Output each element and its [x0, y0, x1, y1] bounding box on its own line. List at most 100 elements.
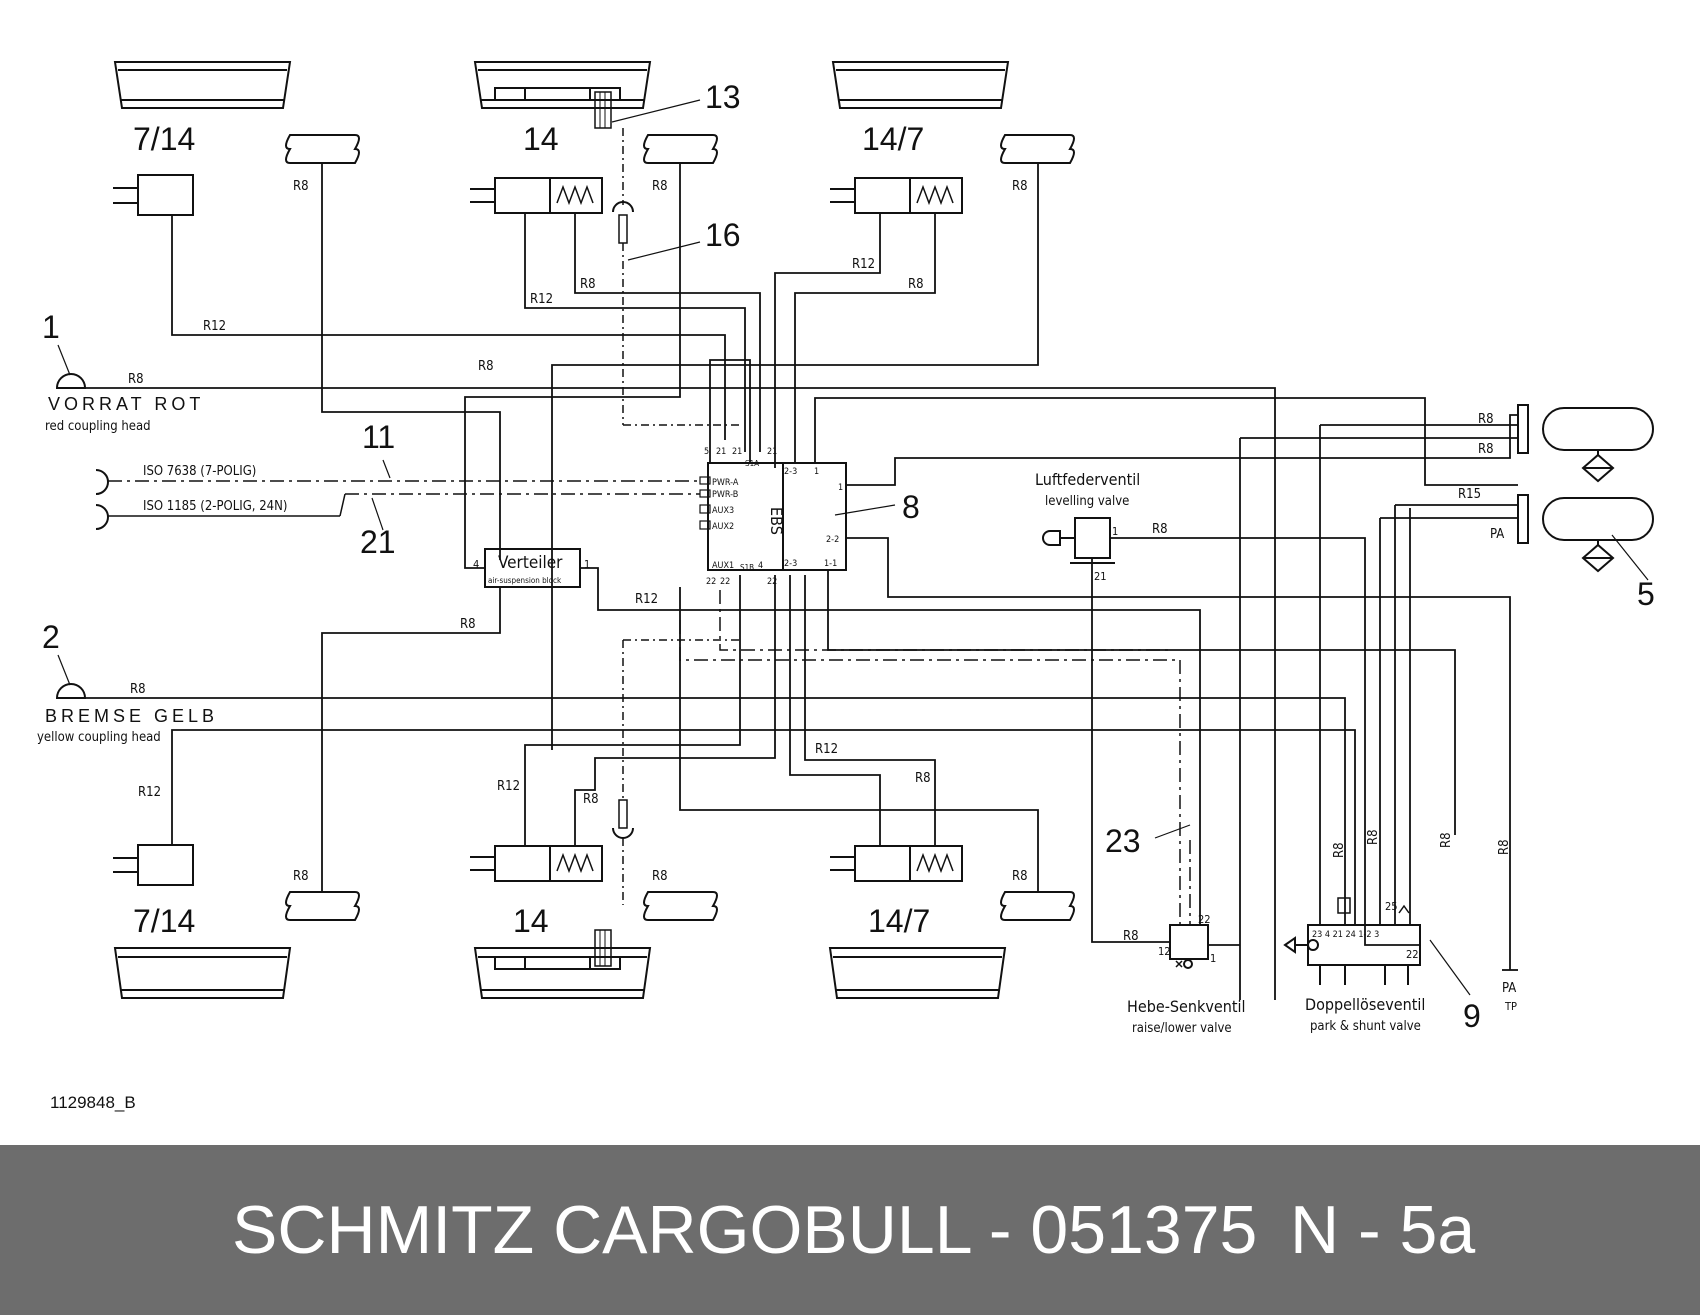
- yellow-coupling-title: BREMSE GELB: [45, 706, 218, 726]
- spring-chamber-top-right: [830, 177, 963, 214]
- ebs-aux2: AUX2: [712, 522, 734, 532]
- pipe-label: R8: [1366, 829, 1381, 845]
- park-shunt-title: Doppellöseventil: [1305, 995, 1425, 1014]
- ebs-label: EBS: [767, 507, 786, 535]
- verteiler-sub: air-suspension block: [488, 576, 562, 585]
- pa-label: PA: [1490, 527, 1504, 542]
- pipe-label: R8: [293, 869, 309, 884]
- pipe-label: R8: [478, 359, 494, 374]
- callout-9: 9: [1463, 998, 1481, 1034]
- callout-1: 1: [42, 309, 60, 345]
- red-coupling-title: VORRAT ROT: [48, 394, 204, 414]
- ebs-port: 1: [814, 467, 819, 477]
- raise-lower-sub: raise/lower valve: [1132, 1021, 1232, 1036]
- pipe-label: R8: [1332, 842, 1347, 858]
- pipe-label: R15: [1458, 487, 1481, 502]
- levelling-valve: [1042, 517, 1115, 564]
- pipe-label: R8: [1478, 442, 1494, 457]
- speed-sensor-top: [612, 128, 740, 426]
- levelling-port: 21: [1094, 570, 1107, 583]
- spring-chamber-top-mid: [470, 177, 603, 214]
- ebs-port: 4: [758, 561, 763, 571]
- callout-5: 5: [1637, 576, 1655, 612]
- air-bellows-5: [643, 891, 718, 921]
- callout-leaders: [57, 99, 1649, 996]
- verteiler-port: 4: [473, 558, 479, 571]
- pipe-label: R12: [815, 742, 838, 757]
- park-shunt-port: 25: [1385, 900, 1398, 913]
- label-bottom-left-chamber: 7/14: [133, 903, 195, 939]
- label-top-mid-chamber: 14: [523, 121, 559, 157]
- air-bellows-6: [1000, 891, 1075, 921]
- pipe-label: R8: [1439, 832, 1454, 848]
- pipe-label: R8: [1123, 929, 1139, 944]
- pipe-label: R8: [1012, 869, 1028, 884]
- callout-23: 23: [1105, 823, 1141, 859]
- raise-lower-title: Hebe-Senkventil: [1127, 997, 1245, 1016]
- ebs-port: 21: [732, 447, 742, 457]
- wheel-bottom-mid: [473, 929, 652, 999]
- ebs-port: 2-3: [784, 467, 797, 477]
- pipe-label: R12: [635, 592, 658, 607]
- iso-1185-label: ISO 1185 (2-POLIG, 24N): [143, 499, 287, 514]
- red-coupling-sub: red coupling head: [45, 419, 151, 434]
- pipe-label: R8: [130, 682, 146, 697]
- label-top-left-chamber: 7/14: [133, 121, 195, 157]
- pipe-label: R12: [530, 292, 553, 307]
- yellow-coupling-sub: yellow coupling head: [37, 730, 161, 745]
- pipe-label: R8: [580, 277, 596, 292]
- pipe-label: R8: [915, 771, 931, 786]
- air-bellows-4: [285, 891, 360, 921]
- pipe-label: R8: [460, 617, 476, 632]
- footer-part-number: SCHMITZ CARGOBULL - 051375: [232, 1192, 1258, 1268]
- pipe-label: R12: [138, 785, 161, 800]
- raise-lower-port: 22: [1198, 913, 1211, 926]
- park-shunt-valve: [1283, 897, 1421, 985]
- callout-13: 13: [705, 79, 741, 115]
- pipe-label: R8: [128, 372, 144, 387]
- park-shunt-ports: 23 4 21 24 1-2 3: [1312, 930, 1379, 940]
- levelling-valve-title: Luftfederventil: [1035, 470, 1140, 489]
- spring-chamber-bottom-right: [830, 845, 963, 882]
- electrical-lines: [679, 590, 1191, 925]
- ebs-aux1: AUX1: [712, 561, 734, 571]
- iso-7638-label: ISO 7638 (7-POLIG): [143, 464, 256, 479]
- wheel-bottom-left: [113, 947, 292, 999]
- levelling-port: 1: [1112, 525, 1118, 538]
- air-bellows-3: [1000, 134, 1075, 164]
- footer-bar: SCHMITZ CARGOBULL - 051375 N - 5a: [0, 1145, 1700, 1315]
- raise-lower-valve: [1169, 924, 1209, 969]
- pipe-label: R8: [652, 179, 668, 194]
- callout-2: 2: [42, 619, 60, 655]
- pipe-label: R8: [652, 869, 668, 884]
- ebs-pwr-b: PWR-B: [712, 490, 738, 500]
- pipe-label: R8: [293, 179, 309, 194]
- callout-16: 16: [705, 217, 741, 253]
- speed-sensor-bottom: [612, 639, 740, 905]
- ebs-pwr-a: PWR-A: [712, 478, 739, 488]
- ebs-port: 5: [704, 447, 709, 457]
- pipe-label: R12: [852, 257, 875, 272]
- levelling-valve-sub: levelling valve: [1045, 494, 1129, 509]
- brake-chamber-top-left: [113, 174, 194, 216]
- ebs-aux3: AUX3: [712, 506, 734, 516]
- wheel-top-right: [831, 61, 1010, 109]
- yellow-coupling-head: [55, 683, 87, 699]
- pipe-label: R12: [203, 319, 226, 334]
- wheel-bottom-right: [828, 947, 1007, 999]
- air-bellows-2: [643, 134, 718, 164]
- park-shunt-port: 22: [1406, 948, 1419, 961]
- air-bellows-1: [285, 134, 360, 164]
- ebs-port: 22: [767, 577, 777, 587]
- air-pipes: [85, 163, 1518, 1000]
- raise-lower-port: 12: [1158, 945, 1171, 958]
- iso-connectors: [95, 469, 700, 530]
- ebs-port: 22: [706, 577, 716, 587]
- footer-page-code: N - 5a: [1290, 1192, 1476, 1268]
- ebs-port: 21: [767, 447, 777, 457]
- pipe-label: R8: [1152, 522, 1168, 537]
- ebs-module: [699, 462, 847, 571]
- red-coupling-head: [55, 373, 87, 389]
- wheel-top-left: [113, 61, 292, 109]
- ebs-port: 21: [716, 447, 726, 457]
